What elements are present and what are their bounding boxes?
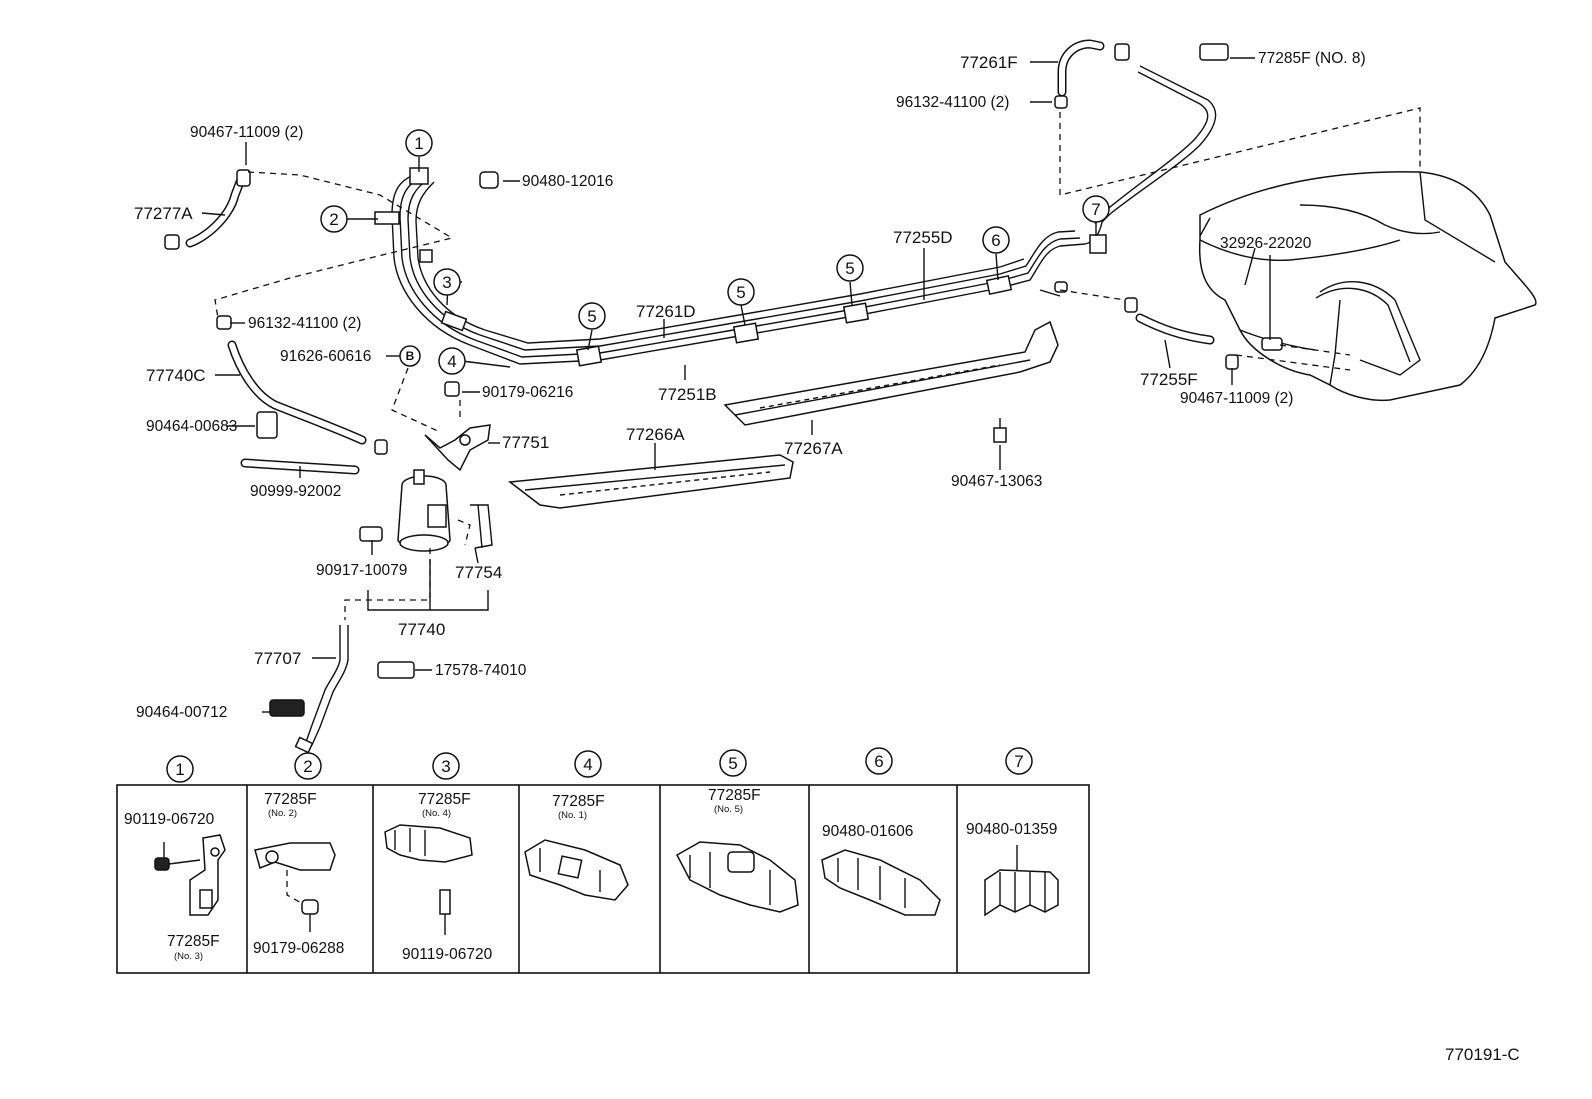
small-parts (164, 43, 1283, 717)
table-2-bottom: 90179-06288 (253, 940, 344, 957)
label-32926: 32926-22020 (1220, 235, 1312, 252)
table-4-top-sub: (No. 1) (558, 810, 587, 821)
table-3-top-sub: (No. 4) (422, 808, 451, 819)
label-77266A: 77266A (626, 425, 685, 444)
label-77707: 77707 (254, 649, 301, 668)
svg-text:4: 4 (583, 755, 592, 774)
svg-text:3: 3 (441, 757, 450, 776)
label-91626: 91626-60616 (280, 348, 371, 365)
label-77255F: 77255F (1140, 370, 1198, 389)
clamp-no3-illustration (154, 834, 226, 916)
table-callout-4: 4 (574, 750, 602, 778)
callout-4: 4 (438, 347, 466, 375)
svg-text:1: 1 (175, 760, 184, 779)
label-77754: 77754 (455, 563, 502, 582)
svg-text:6: 6 (874, 752, 883, 771)
clamp-90480-01606-illustration (821, 849, 941, 916)
table-callout-2: 2 (294, 752, 322, 780)
clamp-no1-illustration (524, 839, 629, 901)
label-90464-00683: 90464-00683 (146, 418, 237, 435)
table-callout-5: 5 (719, 749, 747, 777)
table-2-top-sub: (No. 2) (268, 808, 297, 819)
label-90467-11009-right: 90467-11009 (2) (1180, 390, 1293, 407)
table-callout-1: 1 (166, 755, 194, 783)
table-7-top: 90480-01359 (966, 821, 1057, 838)
label-96132-left: 96132-41100 (2) (248, 315, 361, 332)
callout-5a: 5 (578, 302, 606, 330)
callout-7: 7 (1082, 195, 1110, 223)
clamp-no5-illustration (676, 841, 799, 913)
vsv-bracket-77751 (424, 424, 491, 472)
callout-6: 6 (982, 226, 1010, 254)
table-4-top: 77285F (552, 793, 605, 810)
fuel-tank (1198, 171, 1537, 402)
label-90467-11009-top: 90467-11009 (2) (190, 124, 303, 141)
table-1-top: 90119-06720 (124, 811, 215, 828)
callout-1: 1 (405, 129, 433, 157)
label-77251B: 77251B (658, 385, 717, 404)
label-90917: 90917-10079 (316, 562, 407, 579)
line-clamps (374, 167, 1107, 367)
svg-text:5: 5 (728, 754, 737, 773)
label-96132-top: 96132-41100 (2) (896, 94, 1009, 111)
label-77285F-no8: 77285F (NO. 8) (1258, 50, 1366, 67)
label-77261F: 77261F (960, 53, 1018, 72)
svg-text:2: 2 (329, 210, 338, 229)
label-77255D: 77255D (893, 228, 953, 247)
table-1-bottom-sub: (No. 3) (174, 951, 203, 962)
callout-5b: 5 (727, 278, 755, 306)
clamp-no4-illustration (384, 824, 473, 935)
label-17578: 17578-74010 (435, 662, 527, 679)
table-2-top: 77285F (264, 791, 317, 808)
svg-text:7: 7 (1091, 200, 1100, 219)
clamp-90480-01359-illustration (984, 845, 1059, 917)
label-77751: 77751 (502, 433, 549, 452)
table-5-top-sub: (No. 5) (714, 804, 743, 815)
label-77740: 77740 (398, 620, 445, 639)
svg-text:2: 2 (303, 757, 312, 776)
svg-text:1: 1 (414, 134, 423, 153)
label-90480-12016: 90480-12016 (522, 173, 613, 190)
charcoal-canister (359, 469, 493, 552)
label-77261D: 77261D (636, 302, 696, 321)
svg-text:4: 4 (447, 352, 456, 371)
table-3-top: 77285F (418, 791, 471, 808)
label-77277A: 77277A (134, 204, 193, 223)
label-77740C: 77740C (146, 366, 206, 385)
label-90467-13063: 90467-13063 (951, 473, 1042, 490)
table-6-top: 90480-01606 (822, 823, 913, 840)
label-90999: 90999-92002 (250, 483, 341, 500)
callout-B: B (399, 345, 421, 367)
svg-text:B: B (406, 349, 415, 363)
table-callout-3: 3 (432, 752, 460, 780)
label-90179-06216: 90179-06216 (482, 384, 573, 401)
fuel-tube-protector-77267A (723, 320, 1059, 426)
callout-3: 3 (433, 268, 461, 296)
table-callout-7: 7 (1005, 747, 1033, 775)
label-77267A: 77267A (784, 439, 843, 458)
guide-lines (214, 107, 1421, 620)
clamp-no2-illustration (254, 842, 336, 932)
table-callout-6: 6 (865, 747, 893, 775)
svg-text:6: 6 (991, 231, 1000, 250)
main-callouts: 1 2 3 4 5 5 5 6 7 B (320, 129, 1110, 375)
callout-5c: 5 (836, 254, 864, 282)
callout-2: 2 (320, 205, 348, 233)
diagram-code: 770191-C (1445, 1045, 1520, 1064)
fuel-tube-protector-77266A (508, 454, 794, 509)
svg-text:5: 5 (587, 307, 596, 326)
svg-text:5: 5 (845, 259, 854, 278)
label-90464-00712: 90464-00712 (136, 704, 227, 721)
table-5-top: 77285F (708, 787, 761, 804)
svg-text:3: 3 (442, 273, 451, 292)
part-labels: 77261F 77285F (NO. 8) 96132-41100 (2) 90… (134, 50, 1366, 721)
svg-text:7: 7 (1014, 752, 1023, 771)
svg-text:5: 5 (736, 283, 745, 302)
leader-lines (201, 57, 1271, 713)
table-1-bottom: 77285F (167, 933, 220, 950)
detail-table: 1 2 3 4 5 6 7 90119-06720 77285F (No. 3)… (116, 747, 1090, 974)
table-3-bottom: 90119-06720 (402, 946, 493, 963)
